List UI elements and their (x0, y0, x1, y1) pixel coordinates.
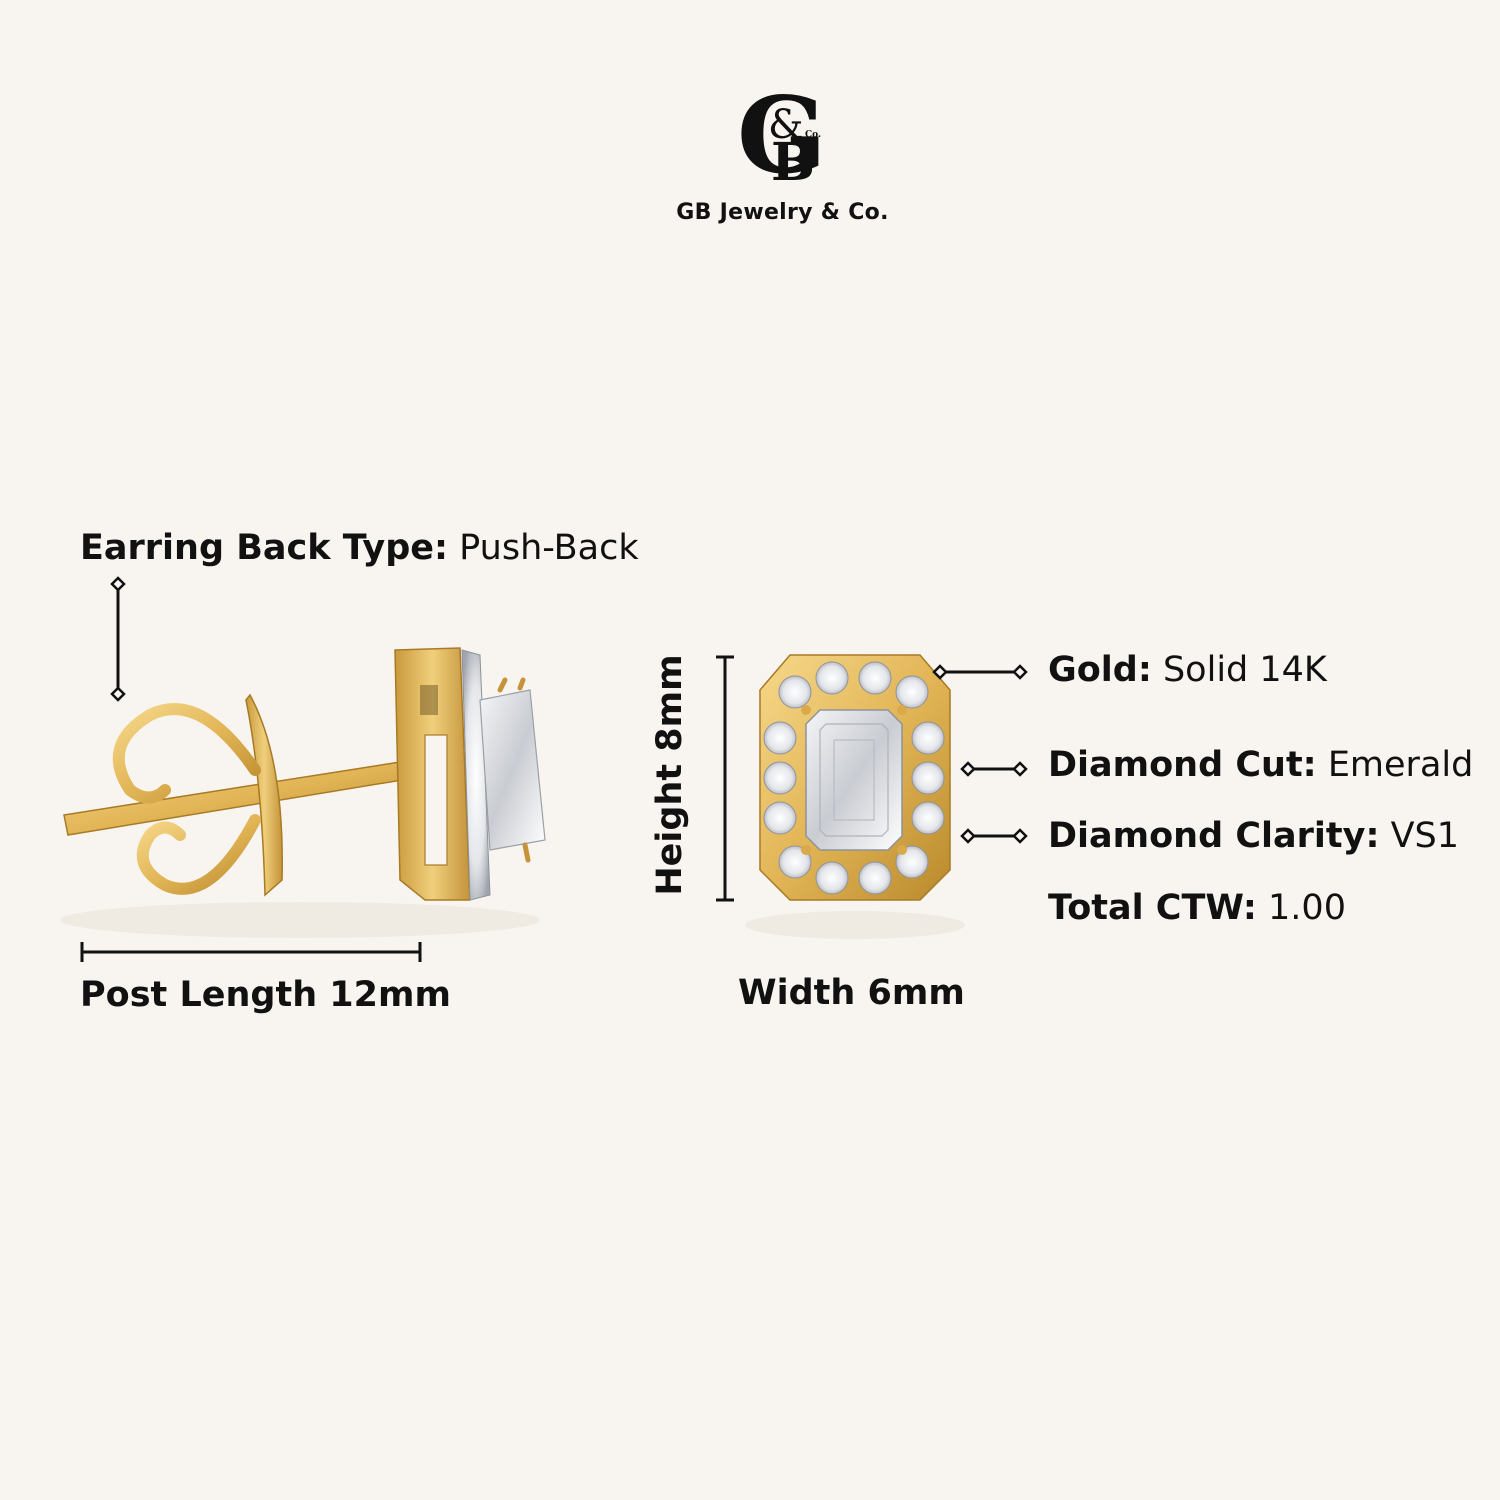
spec-ctw-label: Total CTW: (1048, 888, 1257, 928)
spec-ctw-value: 1.00 (1268, 888, 1346, 928)
spec-diamond-clarity: Diamond Clarity: VS1 (1048, 816, 1459, 856)
spec-cut-label: Diamond Cut: (1048, 745, 1317, 785)
spec-gold-value: Solid 14K (1162, 650, 1327, 690)
spec-back-type-label: Earring Back Type: (80, 528, 449, 568)
svg-text:&: & (768, 102, 804, 148)
side-view-earring (60, 647, 546, 938)
logo-co-text: Co. (805, 130, 821, 140)
spec-clarity-value: VS1 (1390, 816, 1460, 856)
spec-gold: Gold: Solid 14K (1048, 650, 1327, 690)
svg-text:B: B (771, 132, 815, 190)
spec-back-type: Earring Back Type: Push-Back (80, 528, 639, 568)
spec-clarity-label: Diamond Clarity: (1048, 816, 1380, 856)
spec-cut-value: Emerald (1327, 745, 1474, 785)
spec-diamond-cut: Diamond Cut: Emerald (1048, 745, 1473, 785)
front-view-earring (745, 654, 965, 939)
width-label: Width 6mm (738, 973, 965, 1013)
spec-total-ctw: Total CTW: 1.00 (1048, 888, 1346, 928)
brand-name: GB Jewelry & Co. (676, 200, 889, 225)
svg-text:G: G (737, 80, 827, 190)
spec-back-type-value: Push-Back (459, 528, 639, 568)
height-label: Height 8mm (650, 654, 690, 896)
brand-logo-icon: G & B Co. (737, 80, 827, 190)
spec-gold-label: Gold: (1048, 650, 1152, 690)
post-length-label: Post Length 12mm (80, 975, 451, 1015)
